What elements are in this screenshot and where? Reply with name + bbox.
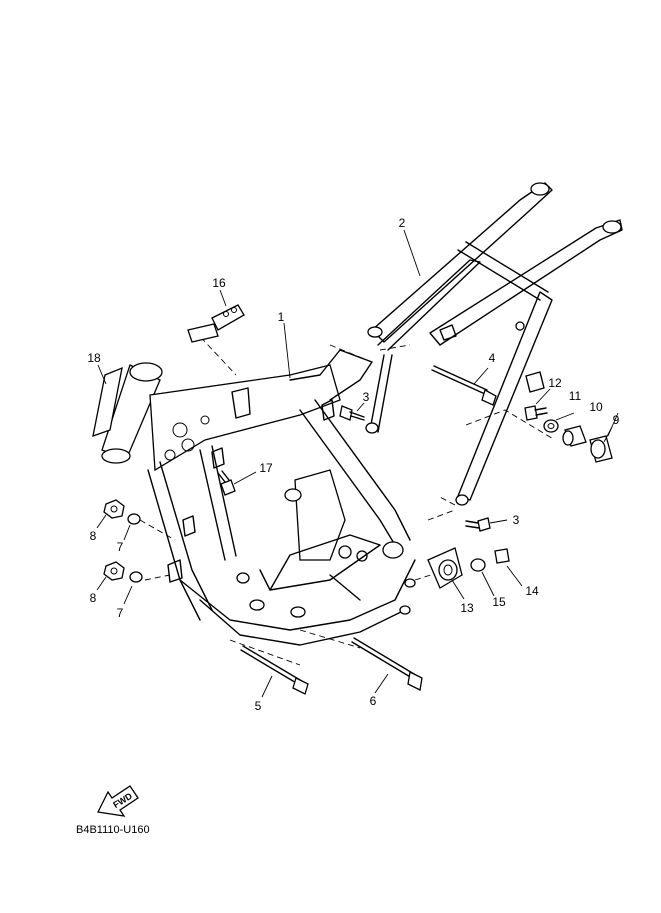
reference-lines xyxy=(139,329,556,666)
callout-3-lower: 3 xyxy=(513,513,520,527)
callout-16: 16 xyxy=(212,276,226,290)
callout-10: 10 xyxy=(589,400,603,414)
callout-15: 15 xyxy=(492,595,506,609)
washer-7-lower xyxy=(129,571,143,583)
nut-8-upper xyxy=(103,499,125,519)
callout-17: 17 xyxy=(259,461,273,475)
bolt-12 xyxy=(524,405,548,421)
callout-7-upper: 7 xyxy=(117,540,124,554)
main-frame xyxy=(101,349,416,646)
washer-11 xyxy=(543,419,559,433)
leader-lines xyxy=(96,229,619,698)
forward-arrow-icon: FWD xyxy=(97,785,139,817)
rear-subframe xyxy=(365,182,623,506)
callout-12: 12 xyxy=(548,376,562,390)
callout-8-upper: 8 xyxy=(90,529,97,543)
callout-2: 2 xyxy=(399,216,406,230)
bolt-17 xyxy=(217,470,236,496)
callout-4: 4 xyxy=(489,351,496,365)
callout-8-lower: 8 xyxy=(90,591,97,605)
bolt-4 xyxy=(431,365,497,406)
callout-numbers: 1 2 3 3 4 5 6 7 7 8 8 9 10 11 12 13 14 1… xyxy=(87,216,619,713)
bolt-3-upper xyxy=(339,405,365,421)
callout-1: 1 xyxy=(278,310,285,324)
callout-6: 6 xyxy=(370,694,377,708)
collar-15 xyxy=(470,558,486,572)
collar-10 xyxy=(562,425,587,447)
callout-3-upper: 3 xyxy=(363,390,370,404)
callout-11: 11 xyxy=(569,389,582,403)
label-plate-18 xyxy=(92,366,123,437)
callout-13: 13 xyxy=(460,601,474,615)
callout-18: 18 xyxy=(87,351,101,365)
diagram-code: B4B1110-U160 xyxy=(76,824,150,836)
washer-7-upper xyxy=(127,513,141,525)
nut-8-lower xyxy=(103,561,125,581)
engine-mount-13 xyxy=(427,547,463,589)
bolt-6 xyxy=(351,637,423,691)
bolt-5 xyxy=(240,645,309,695)
bracket-16 xyxy=(187,304,245,343)
callout-5: 5 xyxy=(255,699,262,713)
bolt-3-lower xyxy=(465,517,491,532)
callout-14: 14 xyxy=(525,584,539,598)
bolt-14 xyxy=(494,548,510,564)
damper-9 xyxy=(589,435,613,463)
callout-9: 9 xyxy=(613,413,620,427)
callout-7-lower: 7 xyxy=(117,606,124,620)
